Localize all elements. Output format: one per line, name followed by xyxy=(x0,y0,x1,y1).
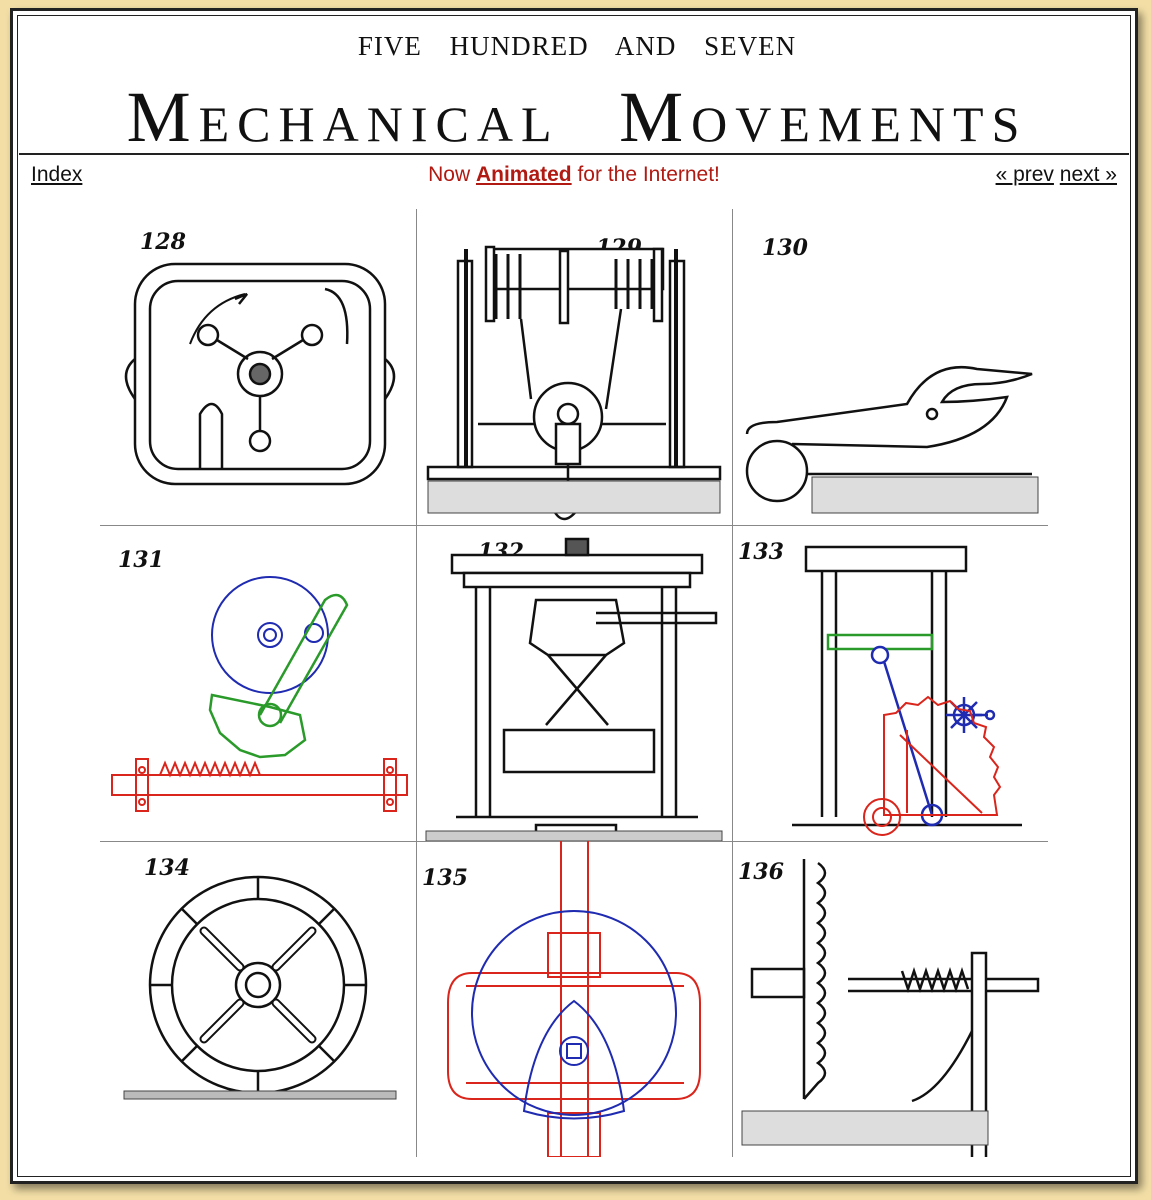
movement-cell-132[interactable]: 132 xyxy=(416,525,732,841)
next-link[interactable]: next » xyxy=(1059,163,1117,186)
tagline: Now Animated for the Internet! xyxy=(31,163,1117,187)
index-link[interactable]: Index xyxy=(31,163,83,186)
movement-illustration: 136 xyxy=(738,859,1040,1157)
page-title: MECHANICAL MOVEMENTS xyxy=(13,81,1141,153)
movement-number: 131 xyxy=(118,547,164,573)
grid-divider xyxy=(100,525,1048,526)
movement-cell-129[interactable]: 129 xyxy=(416,209,732,525)
header-rule xyxy=(19,153,1129,155)
movement-number: 136 xyxy=(738,859,784,885)
nav-bar: Index Now Animated for the Internet! « p… xyxy=(31,163,1117,191)
movement-illustration: 129 xyxy=(426,235,722,521)
title-initial-2: M xyxy=(619,77,692,157)
title-initial-1: M xyxy=(126,77,199,157)
movement-number: 134 xyxy=(144,855,190,881)
movements-grid: 128 xyxy=(100,209,1048,1157)
movement-number: 130 xyxy=(762,235,809,261)
animated-link[interactable]: Animated xyxy=(475,163,572,186)
movement-cell-134[interactable]: 134 xyxy=(100,841,416,1157)
movement-number: 133 xyxy=(738,539,784,565)
movement-cell-136[interactable]: 136 xyxy=(732,841,1048,1157)
movement-cell-128[interactable]: 128 xyxy=(100,209,416,525)
title-word-2: OVEMENTS xyxy=(691,96,1028,152)
header-top-line: FIVE HUNDRED AND SEVEN xyxy=(357,31,797,61)
movement-cell-130[interactable]: 130 xyxy=(732,209,1048,525)
movement-illustration: 131 xyxy=(111,547,408,812)
movement-cell-135[interactable]: 135 xyxy=(416,841,732,1157)
grid-divider xyxy=(416,209,417,1157)
page-frame: FIVE HUNDRED AND SEVEN MECHANICAL MOVEME… xyxy=(10,8,1138,1184)
movement-number: 128 xyxy=(140,229,186,255)
tagline-text-before: Now xyxy=(428,163,476,186)
movement-cell-131[interactable]: 131 xyxy=(100,525,416,841)
movement-illustration: 130 xyxy=(745,235,1039,514)
pager: « prev next » xyxy=(996,163,1117,187)
movement-illustration: 135 xyxy=(422,841,701,1157)
grid-divider xyxy=(100,841,1048,842)
title-word-1: ECHANICAL xyxy=(198,96,558,152)
page-inner-border xyxy=(17,15,1131,1177)
tagline-text-after: for the Internet! xyxy=(571,163,720,186)
movement-illustration: 132 xyxy=(425,537,723,841)
prev-link[interactable]: « prev xyxy=(995,163,1054,186)
movement-cell-133[interactable]: 133 xyxy=(732,525,1048,841)
movement-illustration: 128 xyxy=(124,229,396,486)
movement-number: 135 xyxy=(422,865,468,891)
grid-divider xyxy=(732,209,733,1157)
movement-illustration: 134 xyxy=(123,855,397,1100)
movement-illustration: 133 xyxy=(738,539,1022,836)
